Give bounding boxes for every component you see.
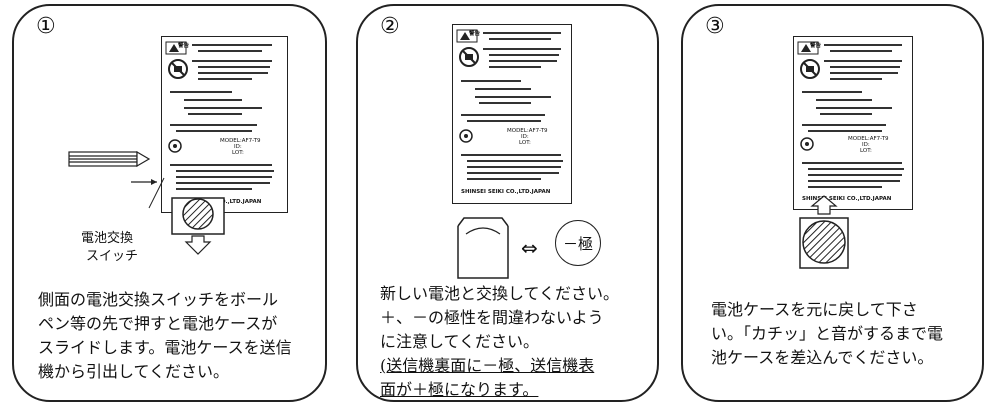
pen-illustration [68,150,165,209]
no-disassemble-icon [459,47,479,67]
company-label: SHINSEI SEIKI CO.,LTD.JAPAN [802,196,892,202]
no-disassemble-icon [800,59,820,79]
step-1-panel: ① 警告 [12,4,327,402]
warning-icon [456,29,478,43]
id-label: ID: [521,134,529,140]
polarity-note-line-1: (送信機裏面に－極、送信機表 [380,356,595,375]
step-2-description: 新しい電池と交換してください。 ＋、－の極性を間違わないよう に注意してください… [380,282,655,400]
step-number: ② [380,14,400,39]
warning-text-lines [170,44,274,190]
recycle-icon [459,129,473,143]
warning-label: 警告 [469,31,481,37]
model-label: MODEL:AF7-T9 [848,136,889,142]
id-label: ID: [862,142,870,148]
polarity-note-line-2: 面が＋極になります。 [380,380,539,399]
no-disassemble-icon [168,59,188,79]
warning-text-lines [802,44,904,188]
transmitter-card: 警告 [161,36,288,213]
lot-label: LOT: [519,140,531,146]
model-label: MODEL:AF7-T9 [507,128,548,134]
warning-label: 警告 [178,43,190,49]
warning-icon [165,41,187,55]
empty-battery-holder [457,217,509,279]
transmitter-card: 警告 [452,24,572,204]
battery-case [171,197,225,255]
warning-label: 警告 [810,43,822,49]
minus-pole-label: －極 [562,234,593,253]
step-number: ③ [705,14,725,39]
id-label: ID: [234,144,242,150]
switch-label: 電池交換 スイッチ [80,231,138,264]
swap-symbol: ⇔ [521,236,538,260]
recycle-icon [800,137,814,151]
warning-icon [797,41,819,55]
step-1-description: 側面の電池交換スイッチをボール ペン等の先で押すと電池ケースが スライドします。… [38,290,292,381]
minus-pole-battery: －極 [555,220,601,266]
warning-text-lines [461,32,563,180]
step-number: ① [36,14,56,39]
step-3-panel: ③ 警告 [681,4,984,402]
lot-label: LOT: [232,150,244,156]
recycle-icon [168,139,182,153]
lot-label: LOT: [860,148,872,154]
step-2-panel: ② 警告 [356,4,659,402]
step-3-description: 電池ケースを元に戻して下さ い。「カチッ」と音がするまで電 池ケースを差込んでく… [711,300,944,367]
model-label: MODEL:AF7-T9 [220,138,261,144]
transmitter-card: 警告 [793,36,913,210]
battery-case-insert [799,195,849,269]
company-label: SHINSEI SEIKI CO.,LTD.JAPAN [461,189,551,195]
